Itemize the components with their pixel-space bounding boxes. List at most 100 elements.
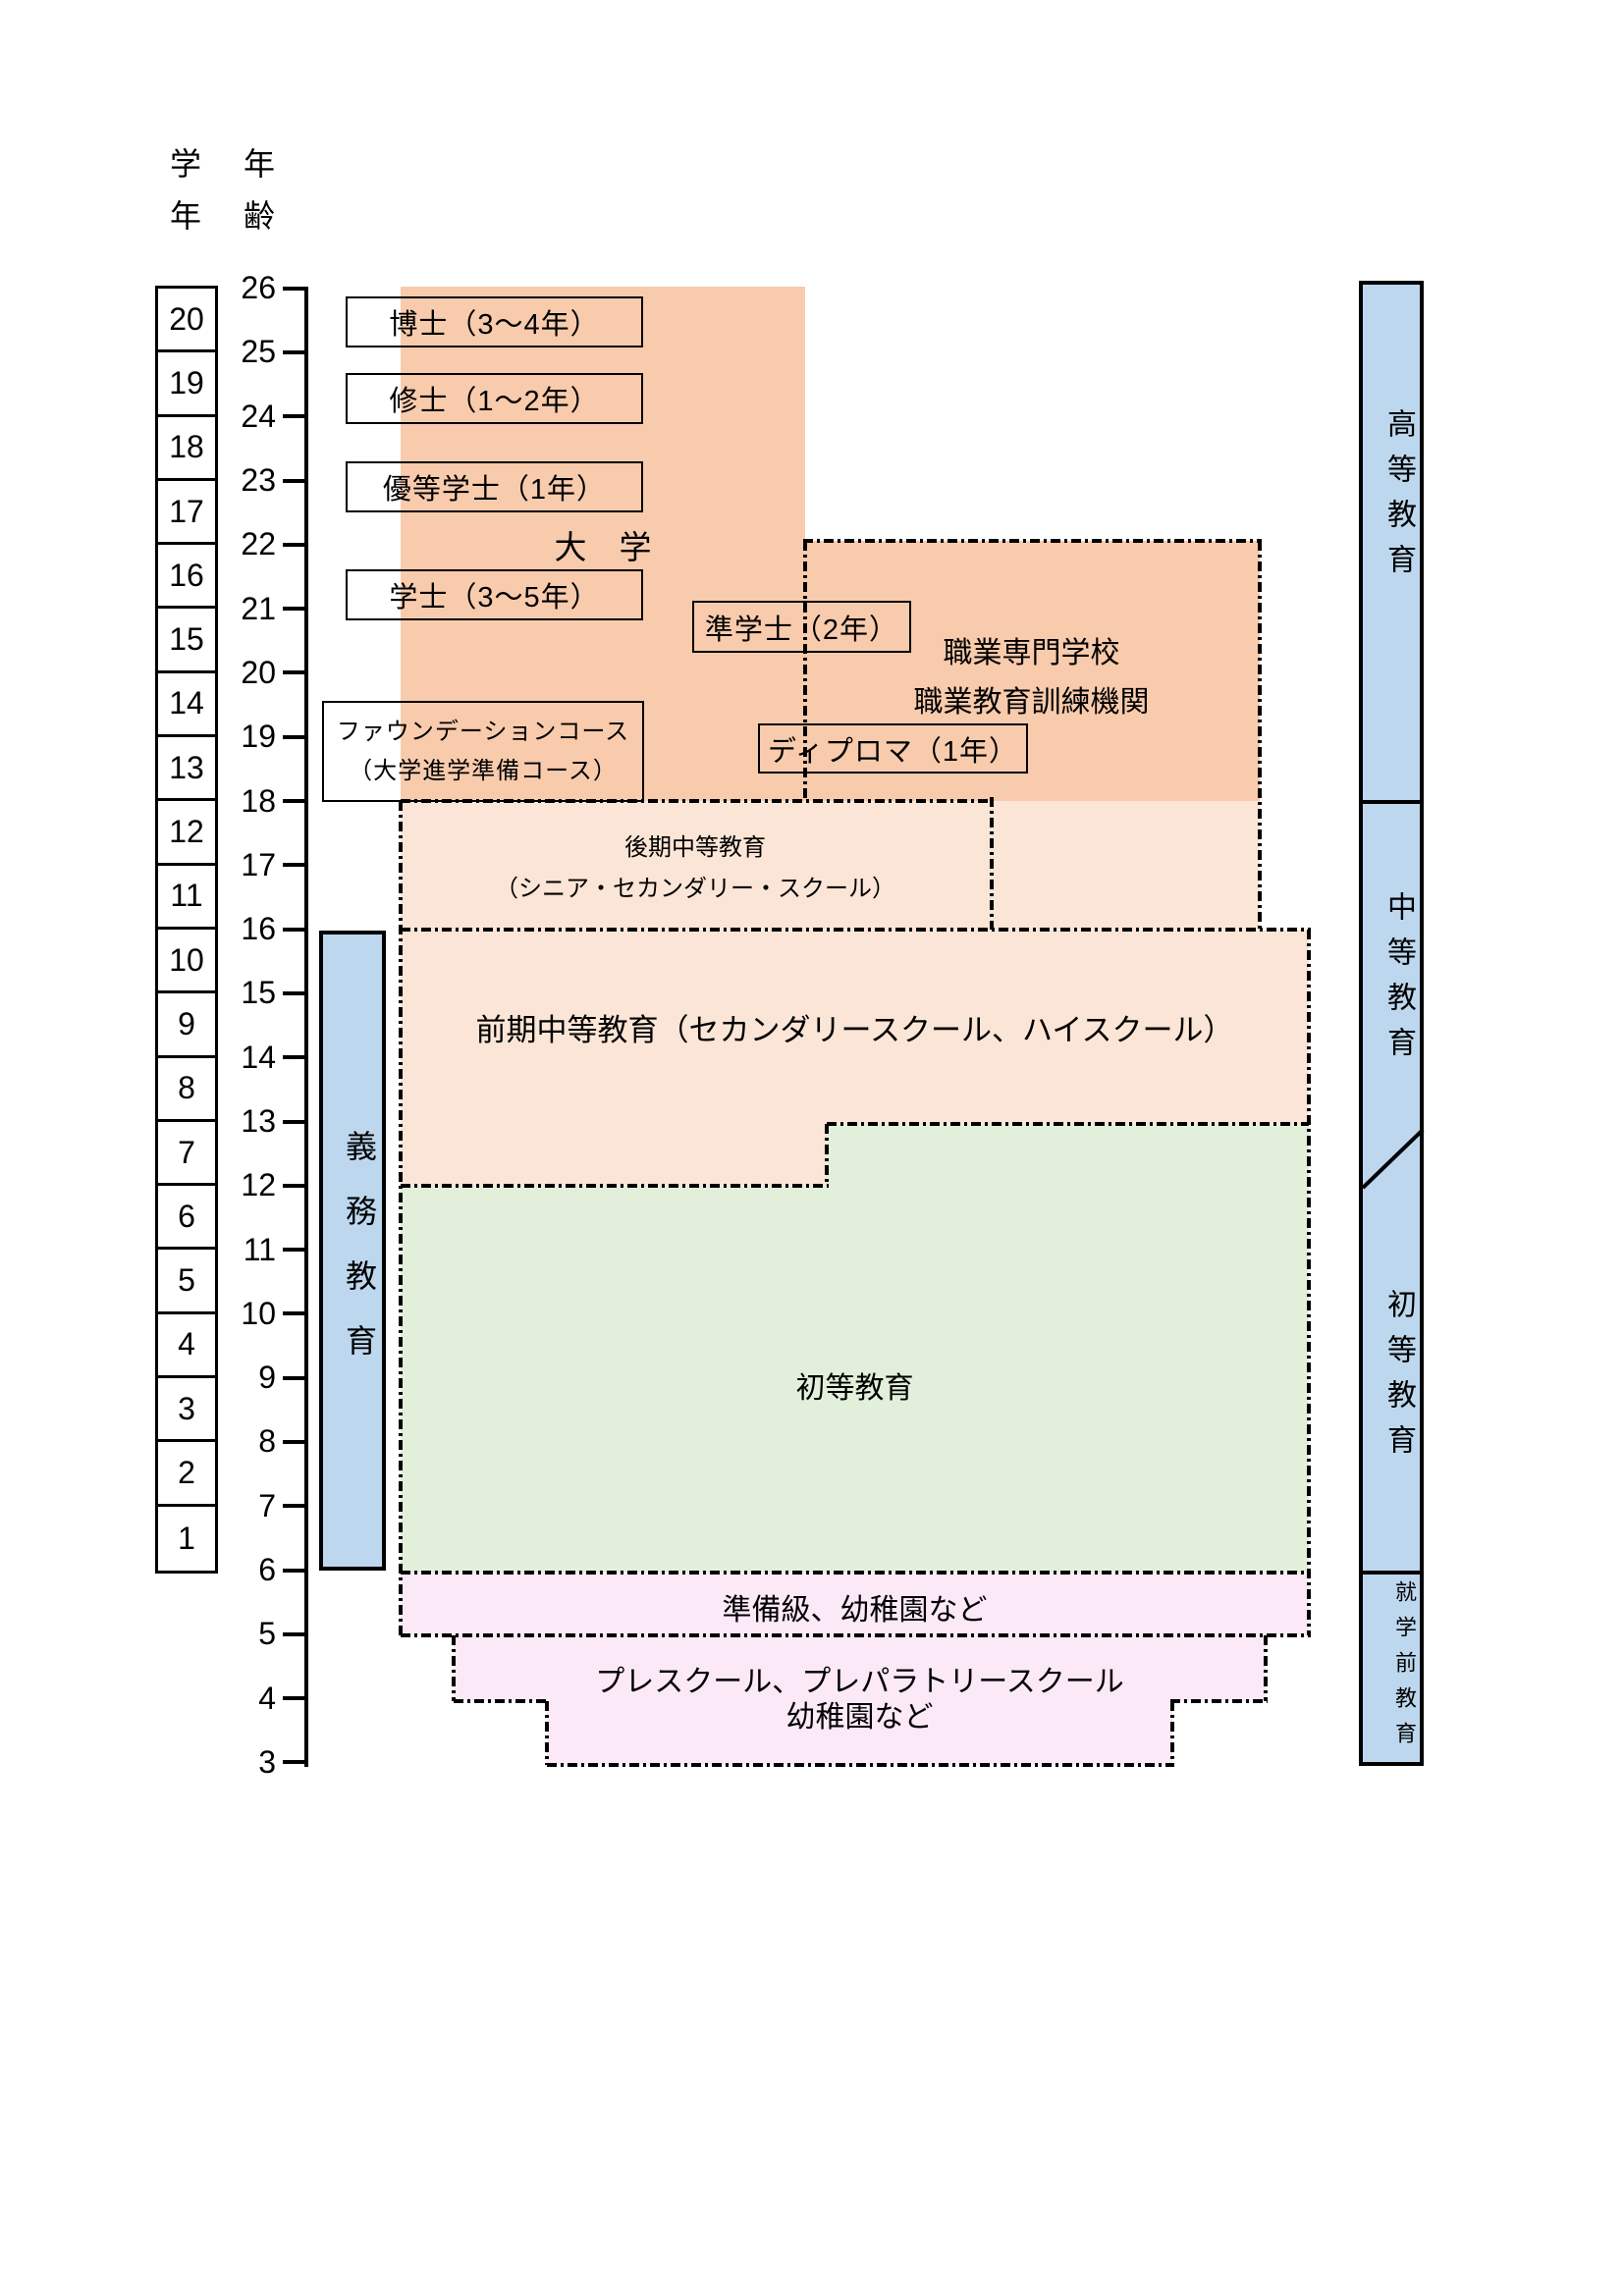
age-label: 25: [241, 334, 276, 370]
age-row: 9: [232, 1346, 306, 1410]
associate-degree-label: 準学士（2年）: [704, 614, 899, 646]
age-tick: [283, 1311, 306, 1316]
age-row: 6: [232, 1538, 306, 1602]
school-year-box: 3: [158, 1378, 215, 1443]
age-row: 10: [232, 1282, 306, 1346]
school-year-box: 20: [158, 289, 215, 353]
age-tick: [283, 286, 306, 291]
compulsory-education-bar: 義務教育: [319, 931, 386, 1571]
upper-secondary-region: [401, 801, 1260, 930]
diploma-box: ディプロマ（1年）: [758, 723, 1028, 774]
upper-secondary-line1: 後期中等教育: [624, 834, 766, 861]
preschool-region-upper: [454, 1635, 1266, 1701]
age-label: 20: [241, 654, 276, 690]
vocational-top-border: [803, 539, 1262, 543]
age-label: 7: [258, 1487, 276, 1523]
age-row: 19: [232, 705, 306, 769]
blocks-right-border: [1307, 930, 1311, 1635]
age-label: 16: [241, 911, 276, 947]
age-label: 21: [241, 590, 276, 626]
age-header: 年齢: [240, 147, 275, 251]
age-axis-line: [304, 287, 308, 1767]
school-year-box: 17: [158, 481, 215, 546]
age-tick: [283, 734, 306, 739]
school-year-box: 13: [158, 737, 215, 802]
higher-education-label: 高等教育: [1382, 407, 1415, 589]
blocks-left-border: [399, 801, 403, 1635]
age-row: 16: [232, 897, 306, 961]
primary-region-step: [401, 1186, 827, 1573]
age-row: 8: [232, 1410, 306, 1473]
junior-secondary-label: 前期中等教育（セカンダリースクール、ハイスクール）: [475, 1013, 1234, 1047]
upper-secondary-divider: [990, 797, 994, 930]
age6-border: [401, 1571, 1311, 1575]
age-label: 4: [258, 1680, 276, 1716]
higher-education-bar: 高等教育: [1359, 281, 1424, 804]
age-tick: [283, 414, 306, 419]
age-row: 20: [232, 641, 306, 705]
age-row: 11: [232, 1217, 306, 1281]
age-label: 3: [258, 1743, 276, 1780]
age-row: 21: [232, 576, 306, 640]
age-tick: [283, 1119, 306, 1124]
vocational-left-border: [803, 541, 807, 799]
age-row: 24: [232, 385, 306, 449]
master-label: 修士（1～2年）: [389, 386, 600, 417]
school-year-box: 9: [158, 993, 215, 1058]
age-label: 6: [258, 1552, 276, 1588]
age-label: 15: [241, 975, 276, 1011]
age-axis: 26 25 24 23 22 21 20 19 18 17: [232, 256, 306, 1794]
age-label: 26: [241, 270, 276, 306]
age-tick: [283, 927, 306, 932]
age4-border-left: [454, 1699, 549, 1703]
age-tick: [283, 990, 306, 995]
preschool-region-lower: [547, 1701, 1172, 1765]
vocational-school-line2: 職業教育訓練機関: [913, 686, 1150, 719]
age-row: 15: [232, 961, 306, 1025]
age-label: 19: [241, 719, 276, 755]
school-year-header: 学年: [166, 147, 201, 251]
school-year-box: 4: [158, 1314, 215, 1379]
primary-region: [827, 1124, 1309, 1573]
age-label: 12: [241, 1167, 276, 1203]
prep-grade-label: 準備級、幼稚園など: [722, 1594, 988, 1627]
preschool-line2: 幼稚園など: [785, 1701, 934, 1734]
age-row: 5: [232, 1602, 306, 1666]
age-tick: [283, 1183, 306, 1188]
preschool-left-lower-border: [545, 1701, 549, 1765]
age5-border: [401, 1633, 1311, 1637]
age-tick: [283, 863, 306, 868]
vocational-school-label: 職業専門学校 職業教育訓練機関: [803, 629, 1260, 727]
secondary-education-label: 中等教育: [1382, 890, 1415, 1072]
preschool-right-upper-border: [1264, 1635, 1268, 1701]
foundation-course-box: ファウンデーションコース （大学進学準備コース）: [322, 701, 644, 802]
school-year-box: 7: [158, 1122, 215, 1187]
age-tick: [283, 1631, 306, 1636]
school-year-box: 12: [158, 801, 215, 866]
school-year-box: 2: [158, 1442, 215, 1507]
age13-border: [827, 1122, 1309, 1126]
school-year-box: 19: [158, 352, 215, 417]
associate-degree-box: 準学士（2年）: [692, 601, 911, 653]
age16-border: [401, 928, 1311, 932]
university-label: 大 学: [554, 529, 652, 565]
school-year-box: 14: [158, 673, 215, 738]
age-row: 26: [232, 256, 306, 320]
vocational-right-border: [1258, 541, 1262, 930]
age-tick: [283, 670, 306, 675]
foundation-course-line1: ファウンデーションコース: [336, 718, 630, 745]
preschool-education-label: 就学前教育: [1392, 1579, 1417, 1757]
age3-border: [547, 1763, 1174, 1767]
prep-grade-region: [401, 1573, 1309, 1635]
age-row: 14: [232, 1026, 306, 1090]
age-label: 24: [241, 398, 276, 434]
age-label: 10: [241, 1295, 276, 1331]
age-tick: [283, 1760, 306, 1765]
age12-border: [401, 1184, 829, 1188]
doctor-box: 博士（3～4年）: [346, 296, 643, 347]
preschool-right-lower-border: [1170, 1701, 1174, 1765]
age-tick: [283, 607, 306, 612]
primary-education-label: 初等教育: [1382, 1288, 1415, 1469]
age-row: 23: [232, 449, 306, 512]
